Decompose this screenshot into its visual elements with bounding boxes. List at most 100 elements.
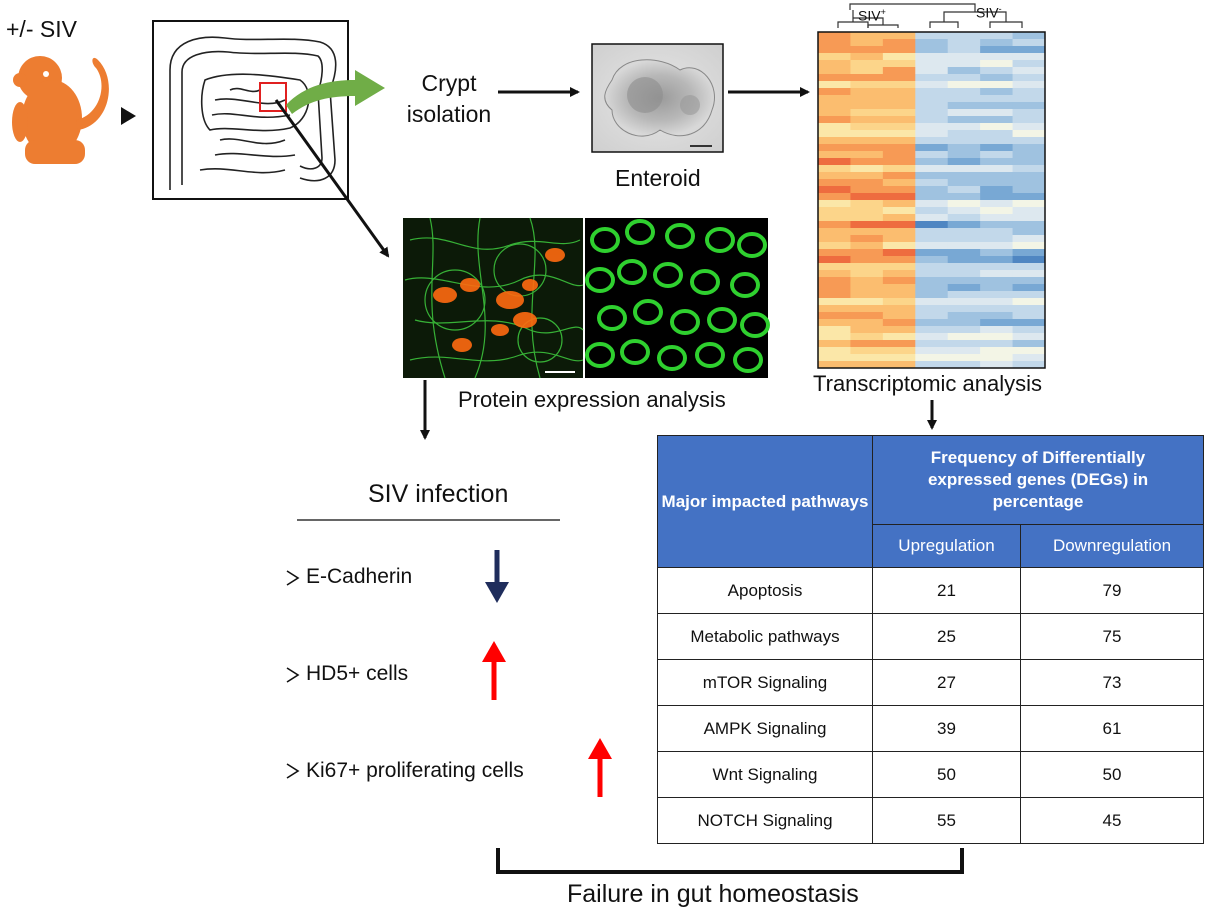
heatmap-cell — [915, 333, 949, 341]
heatmap-cell — [882, 305, 916, 313]
heatmap-cell — [980, 333, 1014, 341]
heatmap-cell — [850, 102, 884, 110]
crypt-ring — [590, 227, 620, 253]
heatmap-cell — [1012, 340, 1046, 348]
heatmap-cell — [818, 102, 851, 110]
heatmap-cell — [882, 186, 916, 194]
heatmap-cell — [882, 242, 916, 250]
heatmap-cell — [1012, 305, 1046, 313]
heatmap-cell — [980, 319, 1014, 327]
enteroid-label: Enteroid — [615, 165, 701, 191]
heatmap-cell — [818, 270, 851, 278]
heatmap-cell — [818, 172, 851, 180]
heatmap-cell — [818, 305, 851, 313]
heatmap-cell — [980, 200, 1014, 208]
crypt-ring — [665, 223, 695, 249]
heatmap-cell — [882, 361, 916, 369]
subheader-up: Upregulation — [872, 524, 1021, 568]
heatmap-cell — [882, 46, 916, 54]
heatmap-cell — [1012, 361, 1046, 369]
heatmap-cell — [850, 144, 884, 152]
heatmap-cell — [882, 109, 916, 117]
heatmap-cell — [882, 347, 916, 355]
heatmap-cell — [818, 179, 851, 187]
heatmap-cell — [818, 88, 851, 96]
arrow-up-icon — [588, 738, 612, 797]
heatmap-siv-neg-label: SIV- — [976, 4, 1002, 21]
heatmap-cell — [818, 361, 851, 369]
heatmap-cell — [1012, 200, 1046, 208]
heatmap-cell — [947, 319, 981, 327]
heatmap-cell — [850, 242, 884, 250]
heatmap-cell — [1012, 60, 1046, 68]
heatmap-cell — [1012, 102, 1046, 110]
heatmap-cell — [850, 340, 884, 348]
heatmap-cell — [818, 207, 851, 215]
heatmap-cell — [1012, 277, 1046, 285]
heatmap-cell — [882, 39, 916, 47]
heatmap-cell — [915, 109, 949, 117]
heatmap-cell — [818, 46, 851, 54]
heatmap-cell — [850, 151, 884, 159]
heatmap-cell — [980, 151, 1014, 159]
heatmap-cell — [818, 354, 851, 362]
heatmap-cell — [882, 116, 916, 124]
heatmap-cell — [818, 81, 851, 89]
heatmap-cell — [915, 340, 949, 348]
heatmap-cell — [980, 361, 1014, 369]
heatmap-cell — [980, 39, 1014, 47]
heatmap-cell — [980, 46, 1014, 54]
heatmap-cell — [947, 158, 981, 166]
heatmap-cell — [915, 312, 949, 320]
heatmap-cell — [915, 39, 949, 47]
heatmap-cell — [915, 102, 949, 110]
heatmap-cell — [915, 130, 949, 138]
col-header-pathways: Major impacted pathways — [657, 435, 873, 568]
heatmap-cell — [818, 67, 851, 75]
heatmap-cell — [1012, 39, 1046, 47]
heatmap-cell — [947, 340, 981, 348]
heatmap-cell — [915, 347, 949, 355]
deg-table: Major impacted pathways Frequency of Dif… — [657, 435, 1205, 844]
heatmap-cell — [882, 256, 916, 264]
heatmap-cell — [915, 144, 949, 152]
heatmap-cell — [915, 74, 949, 82]
heatmap-cell — [882, 333, 916, 341]
heatmap-cell — [980, 347, 1014, 355]
protein-expression-label: Protein expression analysis — [458, 387, 726, 412]
heatmap-cell — [915, 67, 949, 75]
heatmap-cell — [1012, 312, 1046, 320]
heatmap-cell — [915, 193, 949, 201]
heatmap-cell — [1012, 46, 1046, 54]
heatmap-cell — [980, 256, 1014, 264]
heatmap-cell — [947, 116, 981, 124]
heatmap-cell — [818, 284, 851, 292]
upregulation-cell: 25 — [872, 613, 1021, 660]
heatmap-cell — [947, 186, 981, 194]
heatmap-cell — [980, 186, 1014, 194]
intestine-icon — [169, 36, 337, 190]
heatmap-cell — [1012, 228, 1046, 236]
dendrogram — [837, 3, 1023, 28]
heatmap-cell — [850, 60, 884, 68]
heatmap-cell — [850, 165, 884, 173]
crypt-ring — [625, 219, 655, 245]
heatmap-cell — [850, 81, 884, 89]
heatmap-cell — [980, 193, 1014, 201]
subheader-down: Downregulation — [1019, 524, 1205, 568]
heatmap-cell — [850, 284, 884, 292]
heatmap-cell — [1012, 242, 1046, 250]
heatmap-cell — [818, 116, 851, 124]
heatmap-cell — [980, 116, 1014, 124]
heatmap-cell — [947, 109, 981, 117]
heatmap-cell — [947, 333, 981, 341]
heatmap-cell — [980, 67, 1014, 75]
heatmap-cell — [915, 53, 949, 61]
heatmap-cell — [947, 144, 981, 152]
heatmap-cell — [980, 109, 1014, 117]
heatmap-cell — [850, 88, 884, 96]
heatmap-cell — [818, 32, 851, 40]
